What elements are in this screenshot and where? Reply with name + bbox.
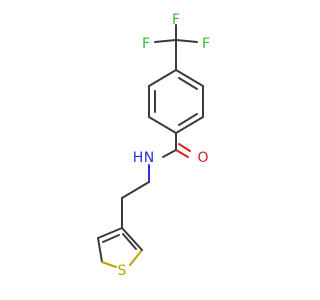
- bond-carbonyl-double-a: [175, 149, 189, 158]
- bond-ethyl-1: [121, 181, 150, 199]
- atom-fluorine-right: F: [202, 36, 210, 52]
- atom-fluorine-left: F: [142, 36, 150, 52]
- ring-bond-1: [175, 69, 204, 87]
- molecule-structure-diagram: F F F O H N S: [97, 12, 210, 279]
- thiophene-double-bond-a: [102, 234, 120, 243]
- bond-carbonyl-to-n: [162, 149, 177, 158]
- ring-double-bond-b: [178, 113, 198, 126]
- thiophene-double-bond-b: [122, 233, 137, 250]
- thiophene-bond-1: [97, 227, 123, 239]
- ring-bond-4: [148, 116, 177, 134]
- atom-fluorine-top: F: [172, 12, 180, 28]
- atom-sulfur: S: [118, 263, 127, 279]
- atom-oxygen: O: [197, 150, 208, 166]
- bond-carbonyl-double-b: [178, 143, 191, 152]
- thiophene-bond-3: [101, 261, 117, 268]
- thiophene-ring: [97, 227, 143, 268]
- thiophene-bond-2: [97, 237, 103, 263]
- trifluoromethyl-group: [154, 24, 198, 71]
- thiophene-bond-5: [121, 227, 143, 251]
- benzene-ring: [148, 69, 204, 134]
- ring-bond-3: [175, 116, 204, 134]
- bond-c-f-left: [154, 39, 177, 43]
- atom-amide-hydrogen: H: [133, 150, 144, 166]
- bond-c-f-right: [175, 39, 198, 43]
- ring-double-bond-a: [178, 77, 198, 90]
- atom-amide-nitrogen: N: [144, 150, 154, 166]
- ethyl-linker: [121, 181, 150, 229]
- amide-group: [148, 132, 191, 183]
- thiophene-bond-4: [129, 249, 143, 266]
- ring-bond-6: [148, 69, 177, 87]
